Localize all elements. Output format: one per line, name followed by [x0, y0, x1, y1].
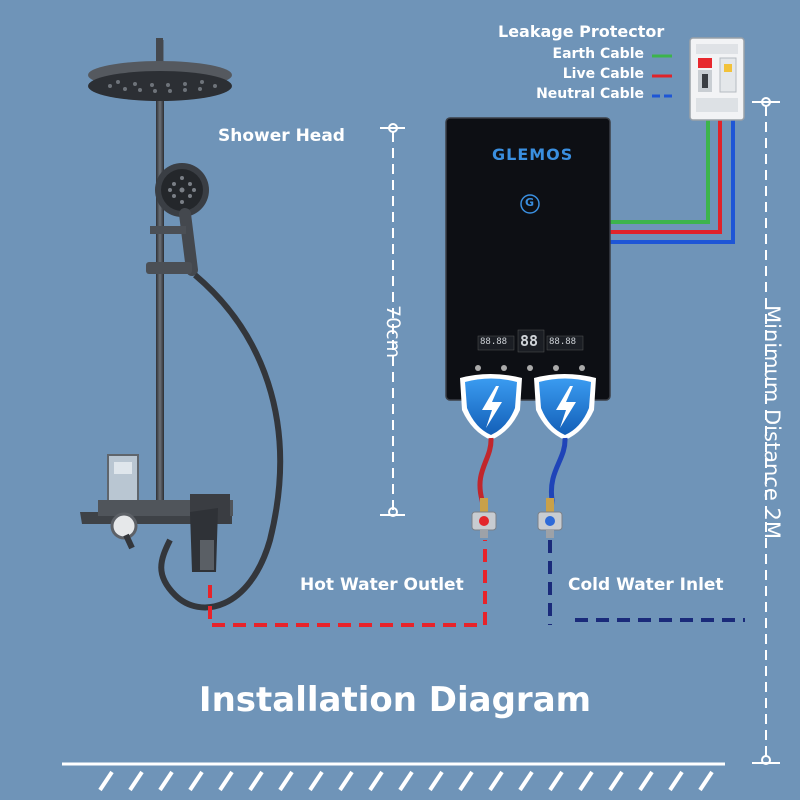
- heater-logo-letter: G: [525, 196, 535, 209]
- neutral-cable-label: Neutral Cable: [536, 86, 644, 102]
- leakage-protector: [689, 37, 745, 121]
- cold-water-inlet-label: Cold Water Inlet: [568, 575, 724, 595]
- hot-water-dashed-line: [208, 540, 487, 627]
- lightning-shield-icon: [460, 374, 522, 440]
- hot-water-outlet-label: Hot Water Outlet: [300, 575, 464, 595]
- hand-shower: [146, 163, 209, 276]
- height-dimension: [380, 123, 405, 517]
- earth-cable-line: [610, 118, 710, 224]
- neutral-cable-line: [610, 100, 735, 244]
- control-panel: [475, 329, 585, 371]
- diagram-title: Installation Diagram: [198, 680, 592, 720]
- shower-set: [80, 38, 284, 611]
- heater-brand: GLEMOS: [492, 145, 574, 164]
- cold-water-dashed-line: [548, 540, 745, 625]
- live-cable-line: [610, 110, 722, 234]
- min-distance-dimension: [752, 97, 780, 765]
- leakage-protector-label: Leakage Protector: [498, 22, 665, 41]
- lightning-shield-icon: [534, 374, 596, 440]
- height-label: 70cm: [382, 305, 404, 359]
- shower-hose: [158, 272, 284, 611]
- display-center: 88: [520, 332, 539, 350]
- live-cable-label: Live Cable: [562, 66, 644, 82]
- earth-cable-label: Earth Cable: [552, 46, 645, 62]
- mixer-valve: [80, 454, 233, 572]
- power-logo-icon: [520, 194, 540, 214]
- display-right: 88.88: [549, 337, 577, 347]
- hot-valve: [471, 498, 497, 538]
- floor: [62, 762, 725, 792]
- shower-head-label: Shower Head: [218, 126, 345, 146]
- rain-shower-head: [88, 61, 232, 101]
- display-left: 88.88: [480, 337, 508, 347]
- cable-legend: [652, 54, 672, 98]
- water-heater: [445, 117, 611, 401]
- shower-riser-pole: [156, 90, 164, 510]
- min-distance-label: Minimum Distance 2M: [760, 305, 784, 539]
- cold-valve: [537, 498, 563, 538]
- power-cables: [610, 100, 735, 244]
